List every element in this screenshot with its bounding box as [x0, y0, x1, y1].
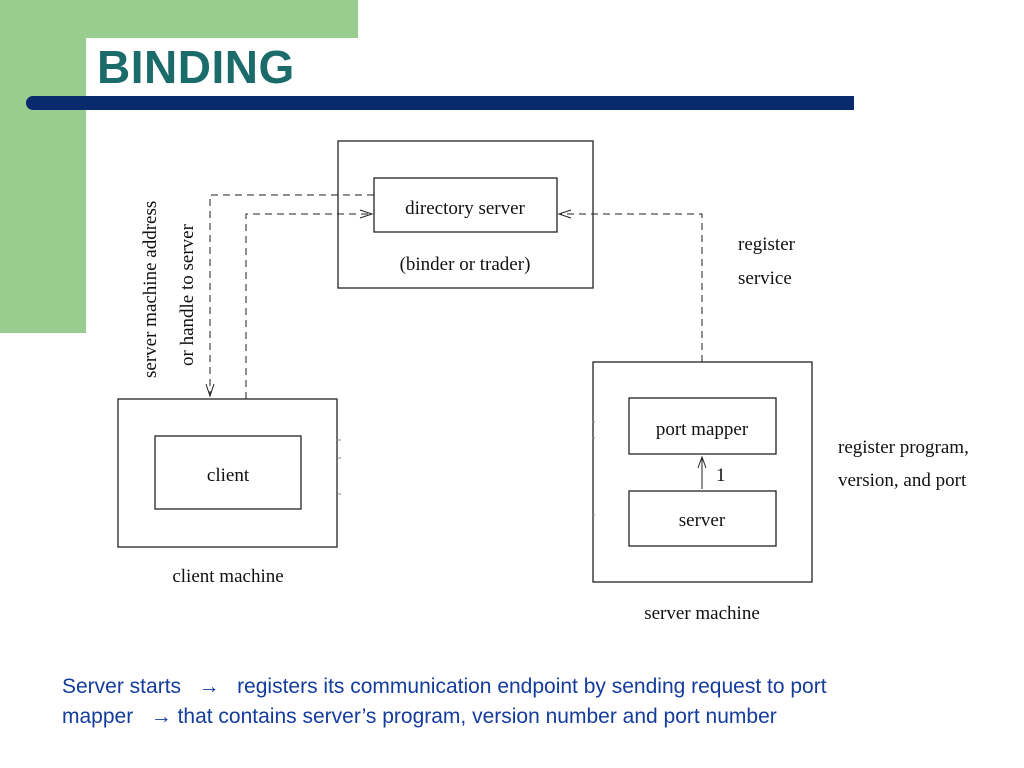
slide-title: BINDING: [97, 41, 295, 93]
step-number-label: 1: [716, 465, 726, 486]
register-service-label-2: service: [738, 268, 792, 289]
server-label: server: [679, 510, 726, 531]
port-mapper-label: port mapper: [656, 419, 749, 440]
caption-text: registers its communication endpoint by …: [237, 675, 827, 698]
directory-sub-label: (binder or trader): [400, 254, 531, 275]
caption-line-1: Server starts → registers its communicat…: [62, 672, 1012, 702]
arrowhead-to-directory-right: [557, 209, 572, 219]
register-program-label-1: register program,: [838, 437, 969, 458]
caption-text: mapper: [62, 705, 134, 728]
request-dashed-line: [245, 213, 370, 399]
arrowhead-to-directory-left: [359, 209, 374, 219]
vertical-label-handle: or handle to server: [177, 223, 198, 366]
caption-text: that contains server’s program, version …: [177, 705, 777, 728]
client-box: [154, 435, 302, 510]
reply-dashed-line: [209, 194, 374, 395]
title-rule: [26, 96, 854, 110]
arrow-icon: →: [198, 675, 220, 698]
caption-text: Server starts: [62, 675, 182, 698]
title-panel: [86, 38, 376, 98]
slide-caption: Server starts → registers its communicat…: [62, 672, 1012, 732]
client-machine-box: [117, 398, 338, 548]
register-service-label-1: register: [738, 234, 796, 255]
client-machine-label: client machine: [172, 566, 283, 587]
step1-arrowhead: [697, 455, 707, 469]
directory-server-box: [373, 177, 558, 233]
arrowhead-to-client: [205, 383, 215, 398]
server-box: [628, 490, 777, 547]
register-dashed-line: [561, 213, 703, 362]
caption-line-2: mapper → that contains server’s program,…: [62, 702, 1012, 732]
arrow-icon: →: [150, 705, 172, 728]
vertical-label-address: server machine address: [140, 201, 161, 378]
directory-server-label: directory server: [405, 198, 525, 219]
port-mapper-box: [628, 397, 777, 455]
register-program-label-2: version, and port: [838, 470, 967, 491]
green-decor-side: [0, 0, 86, 333]
server-machine-label: server machine: [644, 603, 760, 624]
client-label: client: [207, 465, 250, 486]
